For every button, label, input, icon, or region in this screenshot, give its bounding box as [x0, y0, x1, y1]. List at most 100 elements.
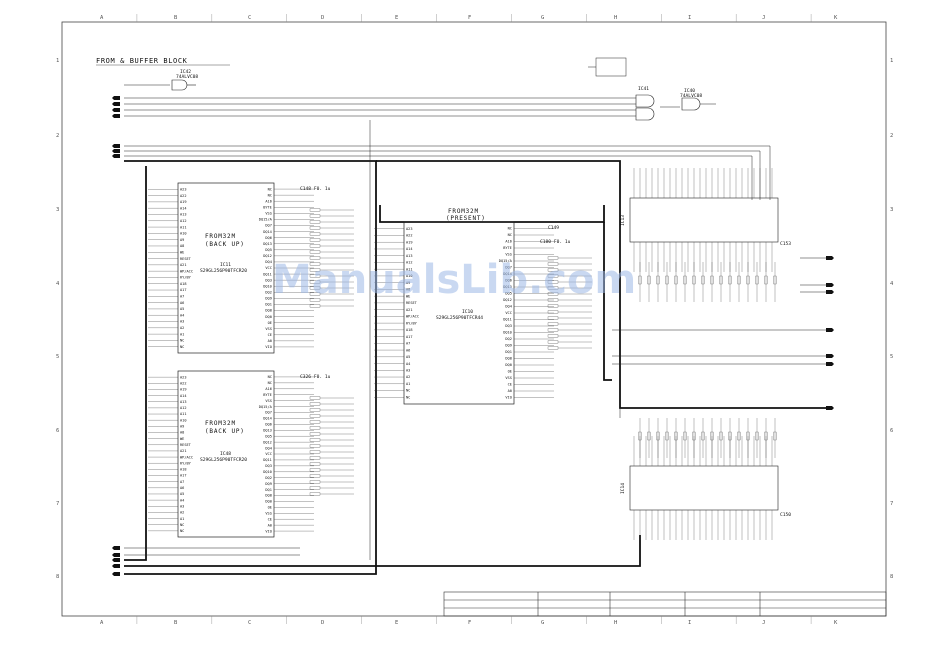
- pin-label-right: NC: [508, 233, 512, 237]
- grid-col-bottom-H: H: [614, 620, 617, 626]
- ic10-part: S29GL256P90TFCR44: [436, 315, 483, 321]
- pin-label-left: A12: [406, 261, 413, 265]
- resistor: [728, 431, 732, 441]
- pin-label-right: OE: [268, 506, 272, 510]
- ic11-part: S29GL256P90TFCR20: [200, 268, 247, 274]
- grid-row-left-7: 7: [56, 501, 59, 507]
- port-left: [112, 154, 120, 158]
- pin-label-right: DQ1: [265, 488, 272, 492]
- pin-label-left: A5: [180, 307, 184, 311]
- pin-label-left: A22: [180, 381, 187, 385]
- pin-label-left: RESET: [180, 443, 192, 447]
- grid-col-bottom-D: D: [321, 620, 324, 626]
- pin-label-left: WP/ACC: [180, 269, 193, 273]
- grid-row-left-2: 2: [56, 133, 59, 139]
- pin-label-right: DQ12: [503, 298, 512, 302]
- pin-label-right: DQ13: [503, 285, 512, 289]
- cap-c326-label: C326 F0. 1u: [300, 374, 331, 380]
- ic14-ref: IC14: [620, 483, 626, 494]
- pin-label-left: A10: [180, 232, 187, 236]
- pin-label-left: WE: [406, 294, 410, 298]
- ic48-name: FROM32M: [205, 420, 236, 427]
- ic42-part: 74ALVC08: [176, 74, 198, 80]
- pin-label-left: A23: [180, 375, 187, 379]
- pin-label-left: A7: [180, 480, 184, 484]
- resistor: [647, 275, 651, 285]
- resistor: [309, 244, 321, 248]
- ic10-right-pins: NCNCA16BYTEVSSDQ15/ADQ7DQ14DQ6DQ13DQ5DQ1…: [499, 227, 554, 400]
- port-right: [826, 283, 834, 287]
- resistor: [719, 275, 723, 285]
- pin-label-right: DQ7: [505, 266, 512, 270]
- port-left: [112, 114, 120, 118]
- pin-label-right: DQ10: [503, 331, 512, 335]
- pin-label-right: CE: [268, 517, 272, 521]
- pin-label-right: VIO: [265, 345, 272, 349]
- pin-label-right: DQ9: [505, 344, 512, 348]
- resistor: [309, 456, 321, 460]
- grid-row-left-5: 5: [56, 354, 59, 360]
- pin-label-left: NC: [406, 389, 410, 393]
- pin-label-left: A11: [180, 412, 187, 416]
- pin-label-left: WP/ACC: [406, 315, 419, 319]
- grid-col-bottom-J: J: [762, 620, 765, 626]
- pin-label-left: A23: [180, 187, 187, 191]
- pin-label-right: A0: [268, 339, 272, 343]
- pin-label-right: NC: [268, 187, 272, 191]
- pin-label-right: NC: [268, 193, 272, 197]
- pin-label-left: A21: [180, 449, 187, 453]
- pin-label-right: DQ6: [265, 423, 272, 427]
- resistor: [309, 402, 321, 406]
- pin-label-left: A3: [180, 320, 184, 324]
- grid-col-top-D: D: [321, 15, 324, 21]
- pin-label-left: RESET: [406, 301, 418, 305]
- resistor: [638, 275, 642, 285]
- grid-col-top-H: H: [614, 15, 617, 21]
- resistor: [547, 334, 559, 338]
- pin-label-left: A19: [180, 388, 187, 392]
- resistor-arrays: [309, 208, 777, 496]
- pin-label-right: A16: [505, 240, 512, 244]
- pin-label-left: A23: [406, 227, 413, 231]
- resistor: [746, 275, 750, 285]
- grid-col-top-E: E: [395, 15, 398, 21]
- resistor: [692, 431, 696, 441]
- pin-label-left: A10: [180, 418, 187, 422]
- pin-label-right: DQ14: [503, 272, 512, 276]
- connector-markers: [112, 96, 834, 576]
- port-left: [112, 564, 120, 568]
- ic10-left-pins: A23A22A19A14A13A12A11A10A9A8WERESETA21WP…: [374, 227, 419, 399]
- pin-label-left: WE: [180, 250, 184, 254]
- pin-label-left: A9: [180, 425, 184, 429]
- pin-label-left: A8: [180, 431, 184, 435]
- pin-label-left: A8: [180, 244, 184, 248]
- bold-bus-lines: [124, 160, 826, 575]
- resistor: [737, 431, 741, 441]
- ic11-body: [177, 182, 275, 354]
- resistor: [309, 304, 321, 308]
- pin-label-left: A6: [180, 486, 184, 490]
- pin-label-right: BYTE: [263, 205, 272, 209]
- pin-label-right: DQ15/A: [499, 259, 513, 263]
- pin-label-right: A16: [265, 387, 272, 391]
- ic13-bus-driver: IC13: [620, 168, 779, 272]
- grid-col-top-J: J: [762, 15, 765, 21]
- ic48-subtitle: (BACK UP): [205, 428, 245, 435]
- port-left: [112, 553, 120, 557]
- pin-label-left: A5: [180, 492, 184, 496]
- grid-col-top-C: C: [248, 15, 251, 21]
- pin-label-left: NC: [180, 345, 184, 349]
- pin-label-right: DQ3: [265, 278, 272, 282]
- cap-c149-label: C149: [548, 225, 559, 231]
- grid-col-top-B: B: [174, 15, 178, 21]
- resistor: [665, 275, 669, 285]
- pin-label-left: A22: [406, 234, 413, 238]
- title-block: [443, 591, 887, 617]
- grid-row-left-4: 4: [56, 281, 60, 287]
- resistor: [773, 275, 777, 285]
- pin-label-left: A22: [180, 194, 187, 198]
- resistor: [701, 431, 705, 441]
- pin-label-left: A19: [406, 240, 413, 244]
- port-left: [112, 144, 120, 148]
